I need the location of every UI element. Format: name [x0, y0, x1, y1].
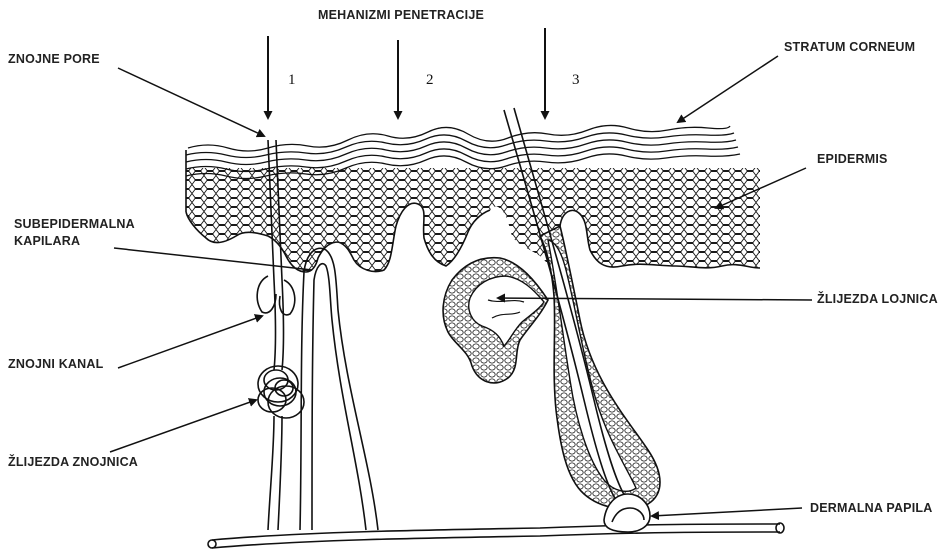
penetration-arrows	[268, 28, 545, 118]
diagram-title: MEHANIZMI PENETRACIJE	[318, 8, 484, 22]
subepidermal-capillary	[300, 248, 378, 530]
dermal-vessel	[208, 523, 784, 548]
stratum-corneum-leader	[678, 56, 778, 122]
label-capillary-line1: SUBEPIDERMALNA	[14, 217, 135, 231]
sweat-duct-leader	[118, 316, 262, 368]
label-stratum-corneum: STRATUM CORNEUM	[784, 40, 915, 54]
sweat-pore-leader	[118, 68, 264, 136]
label-sweat-duct: ZNOJNI KANAL	[8, 357, 103, 371]
label-sebaceous-gland: ŽLIJEZDA LOJNICA	[817, 292, 938, 306]
pathway-number-1: 1	[288, 72, 296, 89]
pathway-number-2: 2	[426, 72, 434, 89]
label-sweat-gland: ŽLIJEZDA ZNOJNICA	[8, 455, 138, 469]
label-capillary-line2: KAPILARA	[14, 234, 80, 248]
label-sweat-pore: ZNOJNE PORE	[8, 52, 100, 66]
pathway-number-3: 3	[572, 72, 580, 89]
capillary-leader	[114, 248, 312, 270]
label-dermal-papilla: DERMALNA PAPILA	[810, 501, 932, 515]
dermal-papilla-leader	[652, 508, 802, 516]
sweat-gland-coil	[258, 366, 304, 530]
hair-follicle	[540, 226, 660, 509]
sweat-gland-leader	[110, 400, 256, 452]
sebaceous-gland	[443, 258, 548, 383]
label-epidermis: EPIDERMIS	[817, 152, 888, 166]
